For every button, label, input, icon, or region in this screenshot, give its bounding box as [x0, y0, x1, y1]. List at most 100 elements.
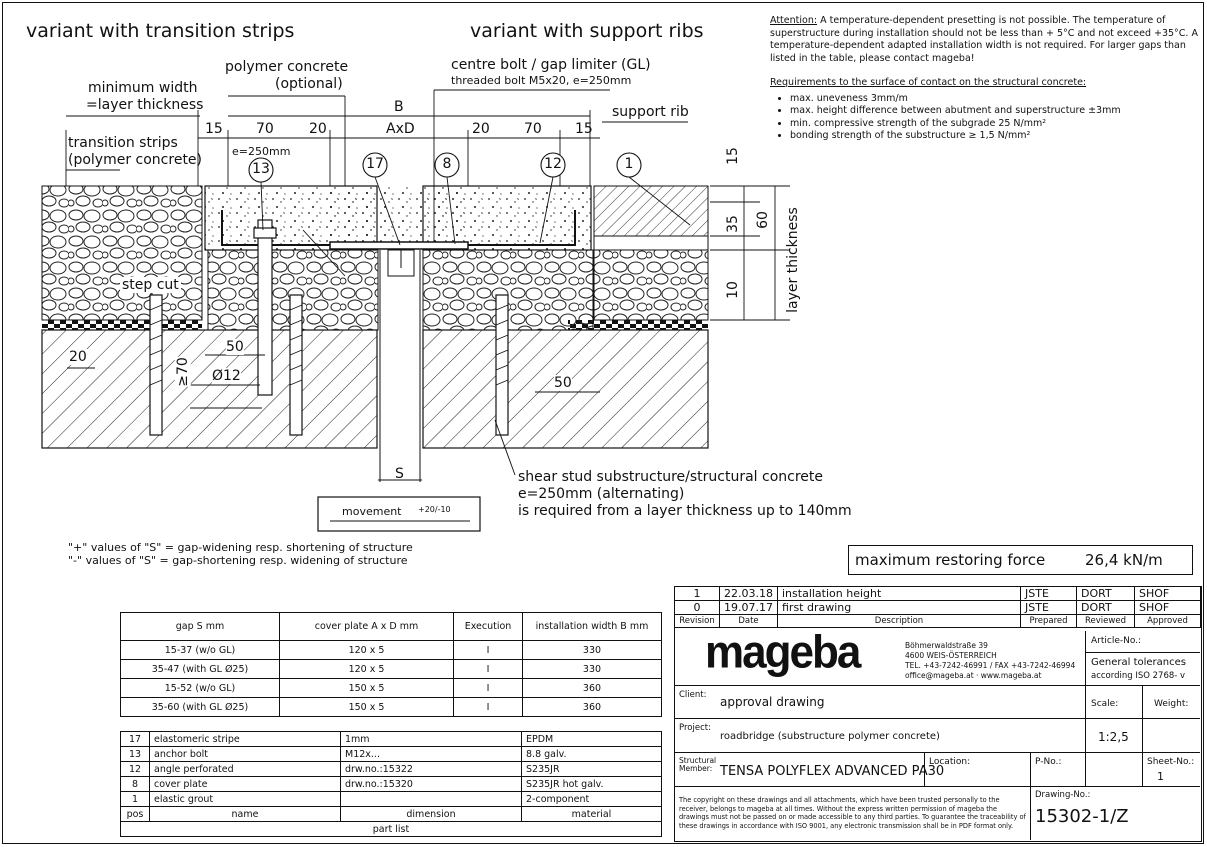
- sheet-no-label: Sheet-No.:: [1147, 757, 1195, 767]
- client-label: Client:: [679, 690, 707, 700]
- table-row: 35-47 (with GL Ø25) 120 x 5 I 330: [120, 659, 662, 679]
- table-cell: EPDM: [521, 731, 662, 747]
- tolerances-line-2: according ISO 2768- v: [1091, 671, 1186, 681]
- table-cell: [340, 791, 522, 807]
- label-layer-thickness-eq: =layer thickness: [86, 97, 204, 113]
- table-cell: JSTE: [1020, 600, 1077, 615]
- table-cell: 8: [120, 776, 150, 792]
- requirements-note: Requirements to the surface of contact o…: [770, 77, 1200, 143]
- structural-value: TENSA POLYFLEX ADVANCED PA30: [720, 764, 945, 779]
- table-header: Revision: [674, 614, 720, 628]
- tb-divider: [1085, 652, 1200, 653]
- weight-label: Weight:: [1154, 699, 1189, 709]
- table-cell: I: [453, 659, 523, 679]
- table-cell: 13: [120, 746, 150, 762]
- table-cell: 12: [120, 761, 150, 777]
- scale-value: 1:2,5: [1098, 730, 1129, 744]
- label-transition-strips: transition strips: [68, 135, 178, 151]
- table-cell: angle perforated: [149, 761, 341, 777]
- table-row: 8 cover plate drw.no.:15320 S235JR hot g…: [120, 776, 662, 792]
- table-header: Description: [777, 614, 1021, 628]
- table-cell: installation height: [777, 586, 1021, 601]
- table-cell: elastic grout: [149, 791, 341, 807]
- table-cell: 360: [522, 678, 662, 698]
- address-line: TEL. +43-7242-46991 / FAX +43-7242-46994: [905, 661, 1076, 670]
- dim-15b: 15: [575, 121, 593, 137]
- gap-table-header: Execution: [453, 612, 523, 641]
- table-cell: I: [453, 678, 523, 698]
- table-cell: 0: [674, 600, 720, 615]
- tb-divider: [674, 718, 1200, 719]
- restoring-force-box: maximum restoring force 26,4 kN/m: [848, 545, 1193, 575]
- dim-50a: 50: [226, 339, 244, 355]
- label-polymer-concrete-paren: (polymer concrete): [68, 152, 203, 168]
- table-row: 1 elastic grout 2-component: [120, 791, 662, 807]
- label-support-rib: support rib: [612, 104, 689, 120]
- table-cell: DORT: [1076, 586, 1135, 601]
- dim-axd: AxD: [386, 121, 415, 137]
- tb-divider: [1142, 686, 1143, 752]
- parts-list-table: 17 elastomeric stripe 1mm EPDM 13 anchor…: [120, 731, 662, 837]
- dim-50b: 50: [554, 375, 572, 391]
- table-cell: elastomeric stripe: [149, 731, 341, 747]
- table-cell: 150 x 5: [279, 678, 454, 698]
- table-cell: SHOF: [1134, 600, 1201, 615]
- table-cell: 330: [522, 640, 662, 660]
- attention-label: Attention:: [770, 15, 818, 26]
- attention-note: Attention: A temperature-dependent prese…: [770, 15, 1200, 65]
- label-movement-value: +20/-10: [418, 505, 451, 514]
- table-row: 15-52 (w/o GL) 150 x 5 I 360: [120, 678, 662, 698]
- dim-70a: 70: [256, 121, 274, 137]
- table-cell: JSTE: [1020, 586, 1077, 601]
- structural-label-line: Member:: [679, 764, 713, 773]
- project-value: roadbridge (substructure polymer concret…: [720, 731, 940, 742]
- dim-v10: 10: [724, 281, 741, 299]
- dim-v15: 15: [724, 147, 741, 165]
- table-row: 13 anchor bolt M12x... 8.8 galv.: [120, 746, 662, 762]
- table-cell: 35-60 (with GL Ø25): [120, 697, 280, 717]
- table-row: 35-60 (with GL Ø25) 150 x 5 I 360: [120, 697, 662, 717]
- structural-label-line: Structural: [679, 756, 717, 765]
- structural-label: Structural Member:: [679, 757, 716, 773]
- dim-20a: 20: [309, 121, 327, 137]
- table-header: Prepared: [1020, 614, 1077, 628]
- table-cell: 360: [522, 697, 662, 717]
- heading-support-ribs: variant with support ribs: [470, 20, 704, 42]
- callout-8: 8: [442, 156, 452, 172]
- label-shear-line-2: e=250mm (alternating): [518, 486, 685, 502]
- dim-70b: 70: [524, 121, 542, 137]
- drawing-no-label: Drawing-No.:: [1035, 790, 1091, 800]
- label-optional: (optional): [275, 76, 343, 92]
- table-cell: 2-component: [521, 791, 662, 807]
- table-row: 1 22.03.18 installation height JSTE DORT…: [674, 586, 1201, 601]
- callout-12: 12: [544, 156, 562, 172]
- table-header: material: [521, 806, 662, 822]
- label-centre-bolt: centre bolt / gap limiter (GL): [451, 57, 651, 73]
- table-cell: 17: [120, 731, 150, 747]
- table-row: 0 19.07.17 first drawing JSTE DORT SHOF: [674, 600, 1201, 615]
- table-cell: 120 x 5: [279, 640, 454, 660]
- dim-d12: Ø12: [212, 368, 241, 384]
- table-cell: 35-47 (with GL Ø25): [120, 659, 280, 679]
- gap-table-header: cover plate A x D mm: [279, 612, 454, 641]
- mageba-logo: mageba: [705, 626, 861, 679]
- table-cell: I: [453, 640, 523, 660]
- parts-list-title: part list: [120, 821, 662, 837]
- tb-divider: [924, 752, 925, 786]
- table-header: pos: [120, 806, 150, 822]
- dim-70c: ≥70: [174, 357, 191, 387]
- dim-20b: 20: [472, 121, 490, 137]
- dim-v35: 35: [724, 215, 741, 233]
- callout-1: 1: [624, 156, 634, 172]
- dim-15a: 15: [205, 121, 223, 137]
- revision-table: 1 22.03.18 installation height JSTE DORT…: [674, 586, 1201, 628]
- table-cell: 1mm: [340, 731, 522, 747]
- sheet-no-value: 1: [1157, 770, 1164, 783]
- dim-20c: 20: [69, 349, 87, 365]
- label-step-cut: step cut: [120, 277, 181, 293]
- table-cell: 22.03.18: [719, 586, 778, 601]
- gap-table-header: installation width B mm: [522, 612, 662, 641]
- tb-divider: [1030, 752, 1031, 840]
- parts-header-row: pos name dimension material: [120, 806, 662, 822]
